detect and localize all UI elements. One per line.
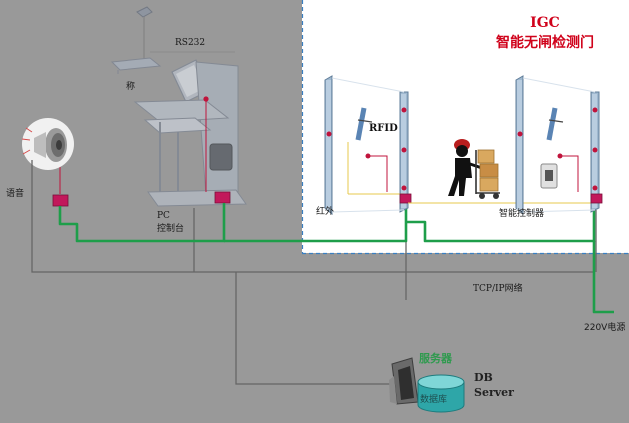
rs232-label: RS232 [175,38,205,48]
console-label: 控制台 [157,222,184,234]
database-icon [417,374,465,413]
pc-connector [214,191,231,204]
voice-connector [52,194,69,207]
server-cn-label: 服务器 [419,351,453,365]
scale-device [110,6,162,74]
system-title: 智能无闸检测门 [495,34,594,51]
brand-title: IGC [530,15,560,31]
gate-right [515,75,603,216]
power-label: 220V电源 [584,321,625,333]
gray-zone-bottom [302,253,629,423]
controller-label: 智能控制器 [499,207,544,219]
worker-with-cart-icon [448,139,500,199]
network-cables [31,160,597,385]
gate-left [324,75,412,216]
pc-label: PC [157,211,170,221]
server-label: Server [474,386,514,399]
gray-zone-left [0,0,302,423]
scale-label: 称 [126,80,135,92]
speaker-icon [21,118,74,170]
server-icon [389,357,419,405]
voice-label: 语音 [6,187,24,199]
infrared-label: 红外 [316,205,334,217]
network-label: TCP/IP网络 [473,282,523,294]
green-bus [58,203,614,314]
rfid-label: RFID [369,123,398,134]
database-label: 数据库 [420,393,447,405]
db-label: DB [474,371,493,384]
